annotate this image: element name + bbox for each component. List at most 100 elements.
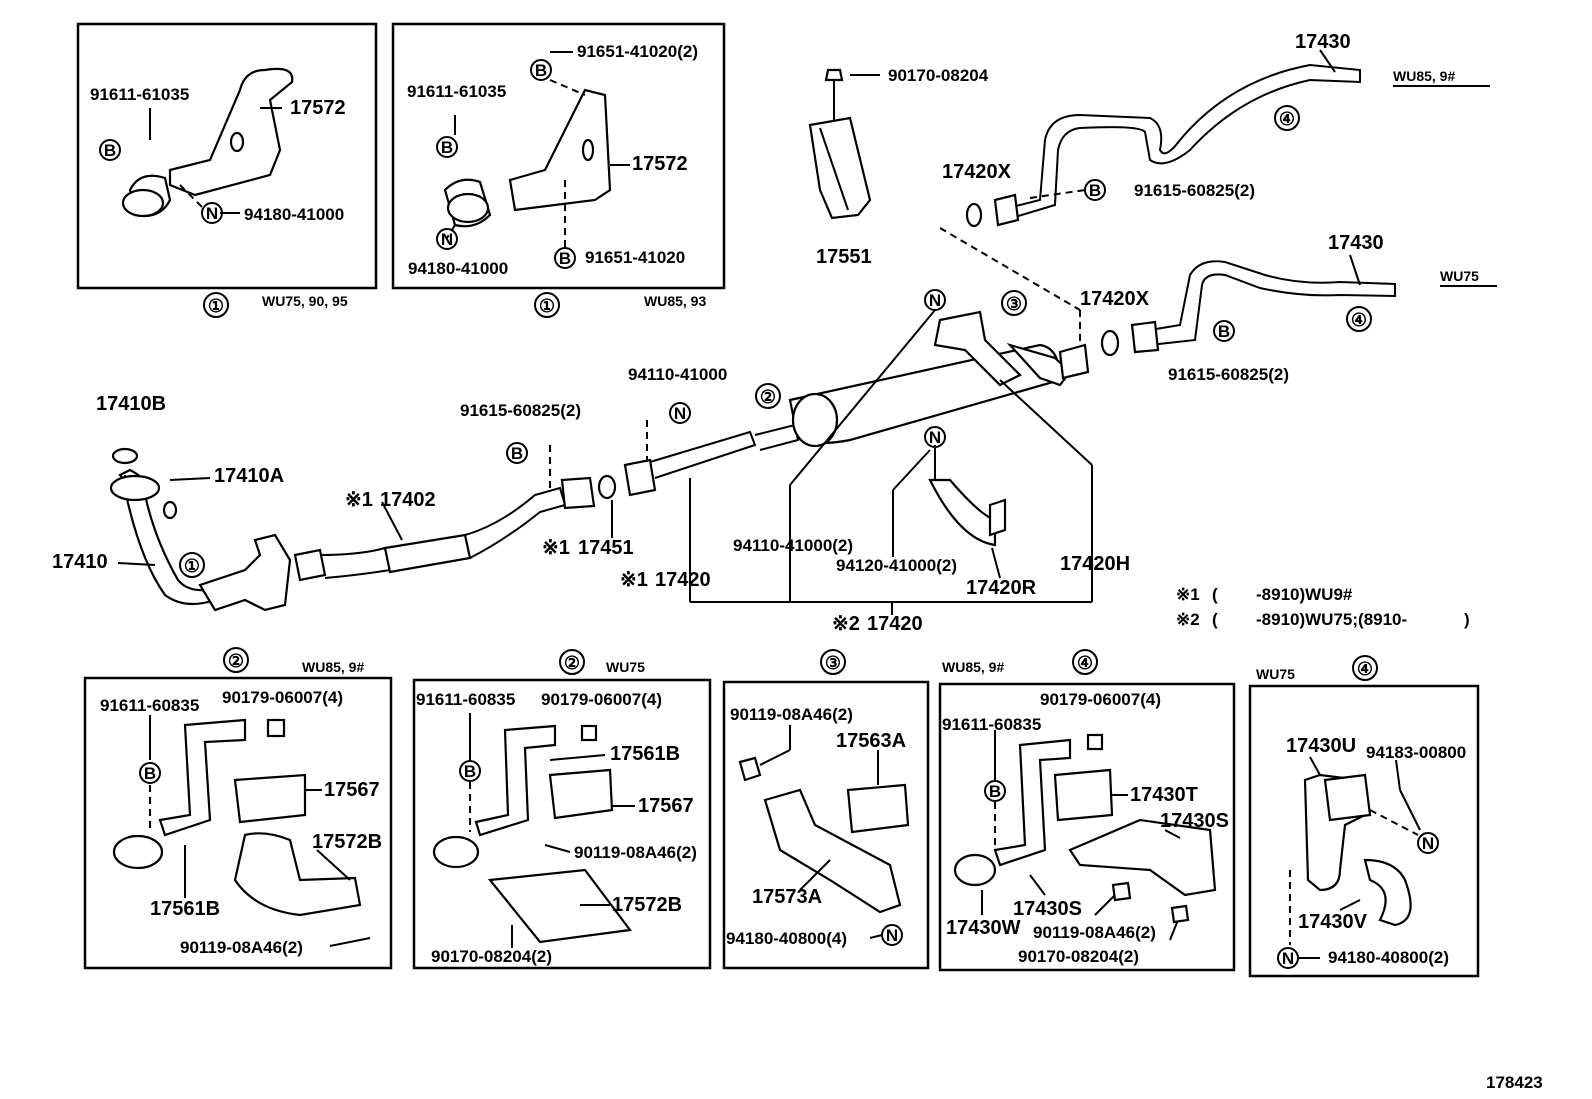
part-17420x: 17420X (1080, 288, 1150, 310)
index-4-marker: ④ (1346, 306, 1372, 332)
note-1-mark: ※1 (1176, 585, 1200, 604)
bracket-17572-drawing (121, 67, 294, 218)
part-17573a: 17573A (752, 886, 822, 908)
svg-text:N: N (886, 926, 898, 945)
inset-2a-frame (83, 676, 393, 970)
svg-text:①: ① (539, 296, 555, 316)
part-90179-06007-4: 90179-06007(4) (1040, 690, 1161, 709)
part-94180-41000: 94180-41000 (244, 205, 344, 224)
part-91615-60825-2: 91615-60825(2) (1134, 181, 1255, 200)
part-17572: 17572 (290, 97, 346, 119)
inset-1a-frame (76, 22, 378, 290)
part-90170-08204: 90170-08204 (888, 66, 989, 85)
svg-text:N: N (929, 428, 941, 447)
bolt-symbol: B (1213, 320, 1235, 342)
models-wu75-90-95: WU75, 90, 95 (262, 293, 348, 309)
part-17430t: 17430T (1130, 784, 1198, 806)
svg-text:N: N (1282, 949, 1294, 968)
note-2-paren: ( (1212, 610, 1218, 629)
svg-text:③: ③ (1006, 294, 1022, 314)
diagram-reference-id: 178423 (1486, 1073, 1543, 1092)
part-90179-06007-4: 90179-06007(4) (222, 688, 343, 707)
svg-text:B: B (464, 762, 476, 781)
part-17451-mark: ※1 (542, 537, 570, 559)
svg-text:B: B (535, 61, 547, 80)
part-17561b: 17561B (150, 898, 220, 920)
part-17402-mark: ※1 (345, 489, 373, 511)
svg-text:N: N (674, 404, 686, 423)
part-17567: 17567 (638, 795, 694, 817)
bolt-symbol: B (139, 762, 161, 784)
part-90119-08a46-2: 90119-08A46(2) (730, 705, 853, 724)
part-91651-41020: 91651-41020 (585, 248, 685, 267)
part-94110-41000: 94110-41000 (628, 365, 727, 384)
part-91611-61035: 91611-61035 (407, 82, 506, 101)
part-94110-41000-2: 94110-41000(2) (733, 536, 853, 555)
index-4-marker: ④ (1072, 649, 1098, 675)
part-90179-06007-4: 90179-06007(4) (541, 690, 662, 709)
part-17402: 17402 (380, 489, 436, 511)
svg-text:④: ④ (1357, 659, 1373, 679)
tail-pipe-wu85-group: B ④ 17430 WU85, 9# 17420X 91615-60825(2) (939, 31, 1490, 345)
part-17430s: 17430S (1160, 810, 1229, 832)
hanger-17551-group: 90170-08204 17551 (808, 66, 989, 268)
inset-2b: ② WU75 B 91611-60835 90179-06007(4) 1756… (412, 649, 712, 970)
nut-symbol: N (1417, 832, 1439, 854)
inset-4a: WU85, 9# ④ B 90179-06007(4) 91611-60835 … (938, 649, 1236, 972)
part-17430u: 17430U (1286, 735, 1356, 757)
note-2-close: ) (1464, 610, 1470, 629)
models-wu85-9x: WU85, 9# (1393, 68, 1455, 84)
part-17430s: 17430S (1013, 898, 1082, 920)
note-2-text: -8910)WU75;(8910- (1256, 610, 1407, 629)
svg-text:②: ② (760, 387, 776, 407)
part-91611-61035: 91611-61035 (90, 85, 189, 104)
svg-text:N: N (441, 230, 453, 249)
part-91611-60835: 91611-60835 (100, 696, 199, 715)
part-91615-60825-2: 91615-60825(2) (460, 401, 581, 420)
bolt-symbol: B (554, 247, 576, 269)
note-2-mark: ※2 (1176, 610, 1200, 629)
svg-text:③: ③ (825, 653, 841, 673)
nut-symbol: N (201, 202, 223, 224)
footnotes: ※1 ( -8910)WU9# ※2 ( -8910)WU75;(8910- ) (1176, 585, 1470, 629)
svg-text:N: N (929, 291, 941, 310)
part-17420: 17420 (655, 569, 711, 591)
models-wu75: WU75 (1440, 268, 1479, 284)
inset-4b-frame (1248, 684, 1480, 978)
index-3-marker: ③ (1001, 290, 1027, 316)
bolt-symbol: B (530, 59, 552, 81)
part-17567: 17567 (324, 779, 380, 801)
bolt-symbol: B (984, 780, 1006, 802)
bolt-symbol: B (506, 442, 528, 464)
svg-text:①: ① (184, 556, 200, 576)
nut-symbol: N (881, 924, 903, 946)
inset-4b: WU75 ④ N N 17430U 94183-00800 17430V 941… (1248, 655, 1480, 978)
svg-text:B: B (144, 764, 156, 783)
note-1-text: -8910)WU9# (1256, 585, 1353, 604)
part-94180-40800-2: 94180-40800(2) (1328, 948, 1449, 967)
svg-text:N: N (206, 204, 218, 223)
main-exhaust-group: N N N B ① ② ③ 17410B 17410A 17410 ※1 (52, 289, 1130, 635)
part-90170-08204-2: 90170-08204(2) (1018, 947, 1139, 966)
index-2-marker: ② (223, 647, 249, 673)
inset-2a: ② WU85, 9# B 91611-60835 90179-06007(4) … (83, 647, 393, 970)
nut-symbol: N (669, 402, 691, 424)
models-wu75: WU75 (1256, 666, 1295, 682)
svg-text:B: B (1089, 181, 1101, 200)
index-4-marker: ④ (1274, 105, 1300, 131)
part-17420-asm-mark: ※2 (832, 613, 860, 635)
part-90119-08a46-2: 90119-08A46(2) (1033, 923, 1156, 942)
part-91615-60825-2: 91615-60825(2) (1168, 365, 1289, 384)
svg-text:④: ④ (1279, 109, 1295, 129)
inset-3: ③ N 90119-08A46(2) 17563A 17573A 94180-4… (722, 649, 930, 970)
part-91651-41020-2: 91651-41020(2) (577, 42, 698, 61)
bracket-17572b-drawing (443, 88, 612, 228)
part-17410a: 17410A (214, 465, 284, 487)
svg-text:②: ② (228, 651, 244, 671)
nut-symbol: N (436, 228, 458, 250)
part-94180-40800-4: 94180-40800(4) (726, 929, 847, 948)
part-17420x: 17420X (942, 161, 1012, 183)
svg-text:B: B (1218, 322, 1230, 341)
svg-text:N: N (1422, 834, 1434, 853)
